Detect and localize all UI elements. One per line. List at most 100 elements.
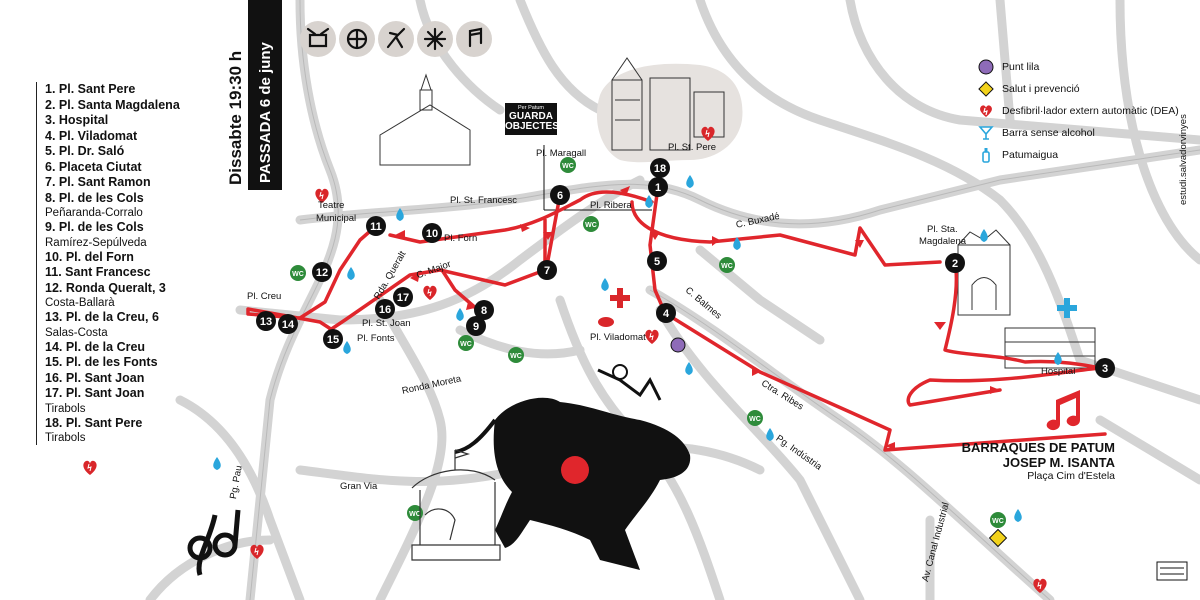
barraques-title: BARRAQUES DE PATUM bbox=[961, 440, 1115, 455]
map-stop-number: 3 bbox=[1102, 363, 1108, 375]
credit-text: estudi.salvadorvinyes bbox=[1178, 114, 1189, 205]
map-stop-number: 17 bbox=[397, 292, 409, 304]
route-stop-item: 18. Pl. Sant Pere bbox=[45, 415, 143, 430]
organizer-logo-icon bbox=[187, 509, 241, 576]
map-stop-4: 4 bbox=[656, 303, 676, 323]
wc-label: WC bbox=[562, 163, 574, 170]
route-stop-item: 13. Pl. de la Creu, 6 bbox=[45, 310, 159, 324]
map-stop-6: 6 bbox=[550, 185, 570, 205]
viladomat-cross-icon bbox=[598, 288, 630, 327]
map-stop-number: 18 bbox=[654, 163, 666, 175]
salut-marker bbox=[988, 528, 1008, 548]
water-drop-icon bbox=[213, 457, 221, 470]
hospital-building bbox=[1004, 327, 1096, 369]
route-stop-item: 6. Placeta Ciutat bbox=[45, 159, 142, 174]
wc-label: WC bbox=[510, 353, 522, 360]
heart-defibrillator-icon bbox=[978, 103, 994, 119]
map-stop-number: 4 bbox=[663, 308, 670, 320]
map-stop-number: 1 bbox=[655, 182, 661, 194]
wc-label: WC bbox=[721, 263, 733, 270]
legend-label: Punt lila bbox=[1002, 61, 1040, 73]
heart-defibrillator-icon bbox=[315, 188, 329, 203]
map-stop-14: 14 bbox=[278, 314, 298, 334]
hospital-cross-icon bbox=[1057, 298, 1077, 318]
route-stop-item: 4. Pl. Viladomat bbox=[45, 128, 138, 143]
route-stop-item: 5. Pl. Dr. Saló bbox=[45, 144, 125, 158]
barraques-block: BARRAQUES DE PATUM JOSEP M. ISANTA Plaça… bbox=[955, 440, 1115, 482]
label-pl-viladomat: Pl. Viladomat bbox=[590, 332, 646, 343]
water-drop-icon bbox=[396, 208, 404, 221]
wc-label: WC bbox=[749, 416, 761, 423]
water-drops bbox=[213, 175, 1062, 522]
barraques-name: JOSEP M. ISANTA bbox=[1002, 455, 1115, 470]
wc-icon: WC bbox=[990, 512, 1006, 528]
map-stop-13: 13 bbox=[256, 311, 276, 331]
route-stop-item: 14. Pl. de la Creu bbox=[45, 339, 146, 354]
passada-line: PASSADA 6 de juny bbox=[257, 42, 274, 183]
legend-item: Barra sense alcohol bbox=[978, 122, 1179, 144]
route-stop-item: 11. Sant Francesc bbox=[45, 265, 151, 279]
carousel-sketch-icon bbox=[411, 449, 501, 561]
music-note-icon bbox=[456, 21, 492, 57]
route-stop-item: 1. Pl. Sant Pere bbox=[45, 82, 136, 96]
salut-logo-icon bbox=[1156, 561, 1188, 581]
label-pl-forn: Pl. Forn bbox=[444, 233, 478, 244]
water-drop-icon bbox=[1014, 509, 1022, 522]
sant-francesc-building bbox=[379, 73, 471, 166]
map-stop-3: 3 bbox=[1095, 358, 1115, 378]
route-stop-item: 9. Pl. de les Cols bbox=[45, 220, 144, 234]
legend-label: Desfibril·lador extern automàtic (DEA) bbox=[1002, 105, 1179, 117]
map-stop-10: 10 bbox=[422, 223, 442, 243]
giant-dance-icon bbox=[339, 21, 375, 57]
wc-label: WC bbox=[292, 271, 304, 278]
heart-defibrillator-icon bbox=[645, 329, 659, 344]
route-stop-item: 17. Pl. Sant Joan bbox=[45, 386, 145, 400]
map-stop-7: 7 bbox=[537, 260, 557, 280]
map-stop-number: 6 bbox=[557, 190, 563, 202]
map-stop-15: 15 bbox=[323, 329, 343, 349]
dragon-illustration-icon bbox=[454, 364, 691, 570]
label-gran-via: Gran Via bbox=[340, 481, 378, 492]
label-pl-st-joan: Pl. St. Joan bbox=[362, 318, 411, 329]
legend-label: Barra sense alcohol bbox=[1002, 127, 1095, 139]
map-stop-number: 10 bbox=[426, 228, 438, 240]
heart-defibrillator-icon bbox=[423, 285, 437, 300]
water-drop-icon bbox=[601, 278, 609, 291]
heart-defibrillator-icon bbox=[701, 126, 715, 141]
label-pl-sta-magdalena-1: Pl. Sta. bbox=[927, 224, 958, 235]
purple-dot-icon bbox=[978, 59, 994, 75]
map-stop-number: 16 bbox=[379, 304, 391, 316]
water-drop-icon bbox=[685, 362, 693, 375]
route-stop-subtitle: Tirabols bbox=[45, 432, 86, 444]
map-stop-number: 5 bbox=[654, 256, 660, 268]
route-stop-item: 7. Pl. Sant Ramon bbox=[45, 175, 151, 189]
water-drop-icon bbox=[766, 428, 774, 441]
firework-icon bbox=[417, 21, 453, 57]
map-stop-2: 2 bbox=[945, 253, 965, 273]
music-note-icon bbox=[1046, 390, 1080, 431]
wc-icon: WC bbox=[290, 265, 306, 281]
route-stop-item: 8. Pl. de les Cols bbox=[45, 190, 144, 205]
dea-markers bbox=[83, 126, 1047, 593]
map-stop-18: 18 bbox=[650, 158, 670, 178]
map-stop-number: 13 bbox=[260, 316, 272, 328]
legend-item: Desfibril·lador extern automàtic (DEA) bbox=[978, 100, 1179, 122]
label-pl-maragall: Pl. Maragall bbox=[536, 148, 587, 159]
heart-defibrillator-icon bbox=[250, 544, 264, 559]
map-stop-number: 8 bbox=[481, 305, 487, 317]
label-pl-ribera: Pl. Ribera bbox=[590, 200, 632, 211]
wc-label: WC bbox=[992, 518, 1004, 525]
label-pl-fonts: Pl. Fonts bbox=[357, 333, 395, 344]
wc-label: WC bbox=[585, 222, 597, 229]
route-stop-subtitle: Salas-Costa bbox=[45, 326, 108, 339]
wc-icon: WC bbox=[508, 347, 524, 363]
map-stop-16: 16 bbox=[375, 299, 395, 319]
route-stop-item: 10. Pl. del Forn bbox=[45, 249, 134, 264]
water-drop-icon bbox=[343, 341, 351, 354]
label-municipal: Municipal bbox=[316, 213, 357, 224]
route-stop-subtitle: Peñaranda-Corralo bbox=[45, 207, 143, 219]
label-hospital: Hospital bbox=[1041, 366, 1076, 377]
